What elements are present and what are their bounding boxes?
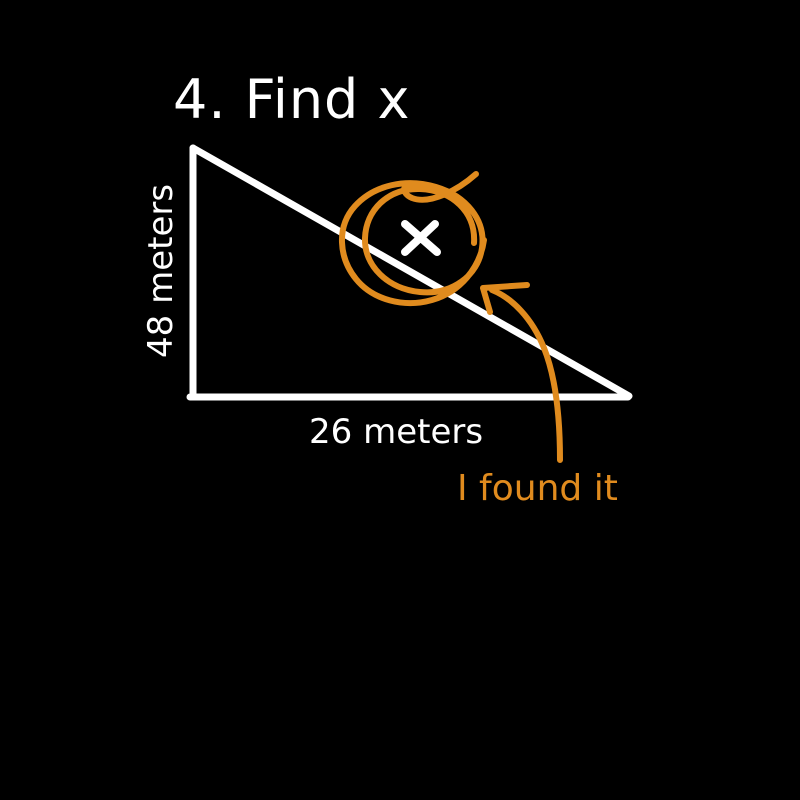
label-vertical-side: 48 meters	[141, 184, 181, 358]
page-title: 4. Find x	[173, 68, 410, 131]
annotation-circle-icon	[339, 171, 487, 306]
annotation-note-text: I found it	[457, 468, 618, 509]
triangle-hypotenuse	[189, 144, 633, 400]
label-horizontal-side: 26 meters	[309, 412, 483, 452]
unknown-x-marker	[401, 220, 441, 256]
annotation-arrow-icon	[480, 282, 563, 463]
